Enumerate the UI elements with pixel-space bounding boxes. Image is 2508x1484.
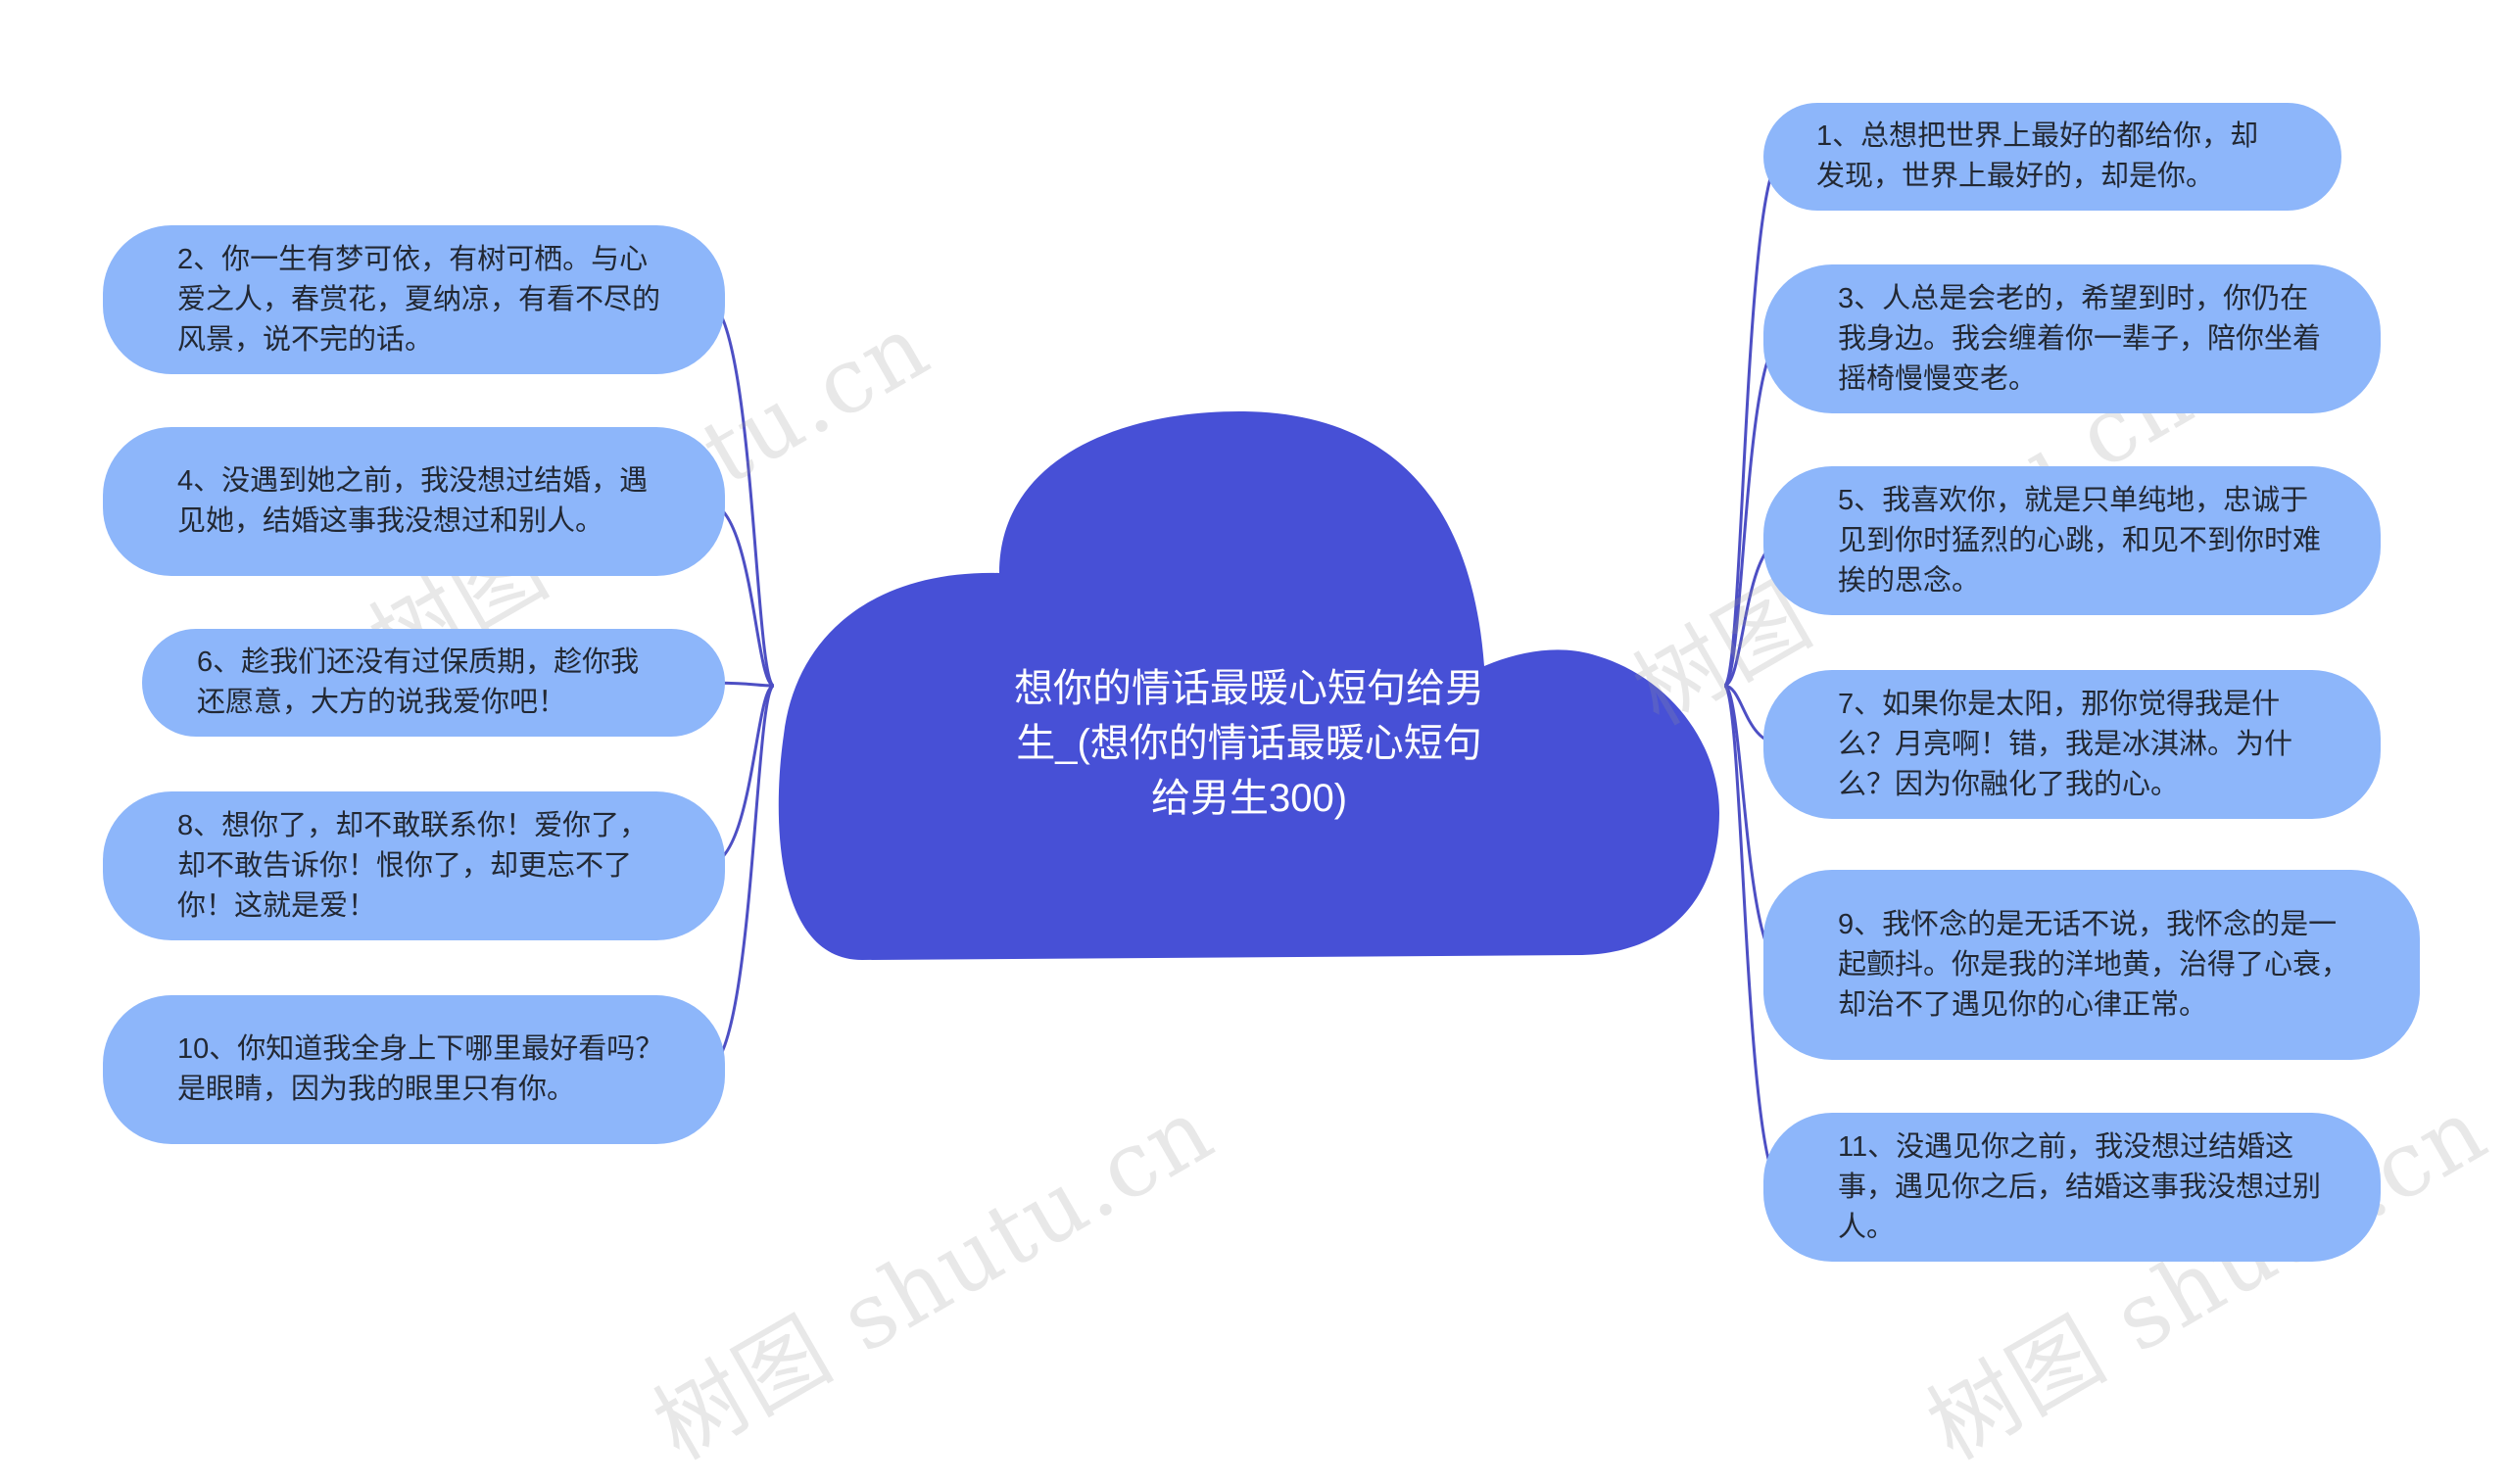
topic-node-3[interactable]: 3、人总是会老的，希望到时，你仍在我身边。我会缠着你一辈子，陪你坐着摇椅慢慢变老… xyxy=(1763,264,2381,413)
topic-node-1[interactable]: 1、总想把世界上最好的都给你，却发现，世界上最好的，却是你。 xyxy=(1763,103,2341,211)
topic-node-text: 11、没遇见你之前，我没想过结婚这事，遇见你之后，结婚这事我没想过别人。 xyxy=(1838,1130,2322,1243)
topic-node-text: 1、总想把世界上最好的都给你，却发现，世界上最好的，却是你。 xyxy=(1816,120,2259,192)
topic-node-2[interactable]: 2、你一生有梦可依，有树可栖。与心爱之人，春赏花，夏纳凉，有看不尽的风景，说不完… xyxy=(103,225,725,374)
topic-node-text: 9、我怀念的是无话不说，我怀念的是一起颤抖。你是我的洋地黄，治得了心衰，却治不了… xyxy=(1838,908,2350,1021)
topic-node-text: 6、趁我们还没有过保质期，趁你我还愿意，大方的说我爱你吧！ xyxy=(197,646,640,718)
topic-node-text: 4、没遇到她之前，我没想过结婚，遇见她，结婚这事我没想过和别人。 xyxy=(177,465,649,537)
topic-node-text: 3、人总是会老的，希望到时，你仍在我身边。我会缠着你一辈子，陪你坐着摇椅慢慢变老… xyxy=(1838,282,2322,395)
topic-node-text: 2、你一生有梦可依，有树可栖。与心爱之人，春赏花，夏纳凉，有看不尽的风景，说不完… xyxy=(177,243,661,356)
central-cloud-node[interactable] xyxy=(778,411,1719,960)
connector-line xyxy=(1722,155,1784,688)
topic-node-text: 10、你知道我全身上下哪里最好看吗？是眼睛，因为我的眼里只有你。 xyxy=(177,1033,664,1105)
topic-node-4[interactable]: 4、没遇到她之前，我没想过结婚，遇见她，结婚这事我没想过和别人。 xyxy=(103,427,725,576)
topic-node-text: 8、想你了，却不敢联系你！爱你了，却不敢告诉你！恨你了，却更忘不了你！这就是爱！ xyxy=(177,809,649,922)
topic-node-6[interactable]: 6、趁我们还没有过保质期，趁你我还愿意，大方的说我爱你吧！ xyxy=(142,629,725,737)
topic-node-7[interactable]: 7、如果你是太阳，那你觉得我是什么？月亮啊！错，我是冰淇淋。为什么？因为你融化了… xyxy=(1763,670,2381,819)
topic-node-11[interactable]: 11、没遇见你之前，我没想过结婚这事，遇见你之后，结婚这事我没想过别人。 xyxy=(1763,1113,2381,1262)
topic-node-9[interactable]: 9、我怀念的是无话不说，我怀念的是一起颤抖。你是我的洋地黄，治得了心衰，却治不了… xyxy=(1763,870,2420,1060)
topic-node-text: 7、如果你是太阳，那你觉得我是什么？月亮啊！错，我是冰淇淋。为什么？因为你融化了… xyxy=(1838,688,2293,800)
topic-node-text: 5、我喜欢你，就是只单纯地，忠诚于见到你时猛烈的心跳，和见不到你时难挨的思念。 xyxy=(1838,484,2322,597)
central-topic-label: 想你的情话最暖心短句给男生_(想你的情话最暖心短句给男生300) xyxy=(1014,667,1484,820)
topic-node-5[interactable]: 5、我喜欢你，就是只单纯地，忠诚于见到你时猛烈的心跳，和见不到你时难挨的思念。 xyxy=(1763,466,2381,615)
topic-node-10[interactable]: 10、你知道我全身上下哪里最好看吗？是眼睛，因为我的眼里只有你。 xyxy=(103,995,725,1144)
topic-node-8[interactable]: 8、想你了，却不敢联系你！爱你了，却不敢告诉你！恨你了，却更忘不了你！这就是爱！ xyxy=(103,791,725,940)
